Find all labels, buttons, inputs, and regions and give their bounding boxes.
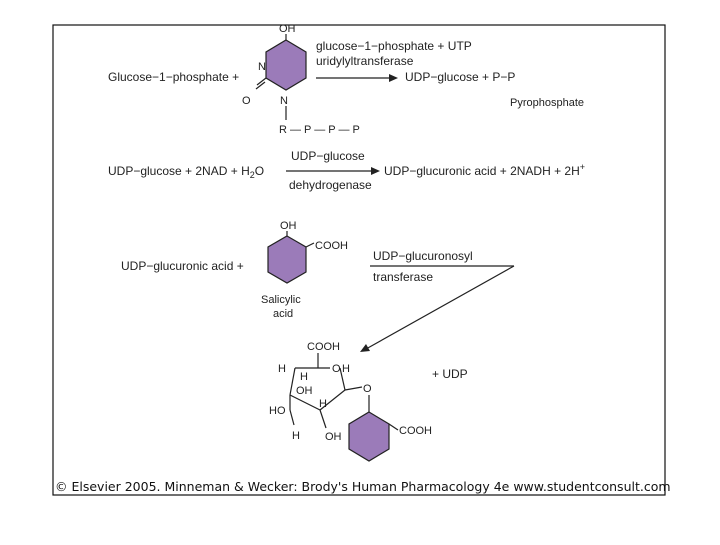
r3-label-line2: acid (273, 308, 293, 320)
sal-cooh-bond (305, 242, 315, 248)
r1-n-lower: N (280, 95, 288, 107)
p-ring-left (289, 367, 296, 396)
r1-byproduct: Pyrophosphate (510, 97, 584, 109)
r1-reactant: Glucose−1−phosphate + (108, 70, 239, 84)
p-h1: H (278, 363, 286, 375)
copyright-credit: © Elsevier 2005. Minneman & Wecker: Brod… (55, 479, 671, 494)
p-ho: HO (269, 405, 286, 417)
r3-enzyme-line2: transferase (373, 270, 433, 284)
p-h3: H (300, 371, 308, 383)
p-cooh-top: COOH (307, 341, 340, 353)
p-ring-right (339, 367, 346, 391)
r1-product: UDP−glucose + P−P (405, 70, 515, 84)
p-cooh-benzene: COOH (399, 425, 432, 437)
r1-enzyme-line2: uridylyltransferase (316, 54, 414, 68)
uracil-ring (265, 39, 307, 91)
r3-label-line1: Salicylic (261, 294, 301, 306)
r3-enzyme-line1: UDP−glucuronosyl (373, 249, 473, 263)
salicylic-ring (267, 235, 307, 284)
r1-chain: R — P — P — P (279, 124, 360, 136)
r2-reactant: UDP−glucose + 2NAD + H2O (108, 164, 264, 180)
p-o-link: O (363, 383, 372, 395)
r3-cooh: COOH (315, 240, 348, 252)
p-h2: H (342, 363, 350, 375)
r1-n-upper: N (258, 61, 266, 73)
p-cooh-bz-bond (388, 423, 399, 431)
p-h5: H (292, 430, 300, 442)
r3-diagonal-arrow (365, 265, 515, 350)
p-h4: H (319, 398, 327, 410)
p-h5-bond (289, 409, 295, 426)
figure-frame (52, 24, 666, 496)
r3-arrow-head (360, 344, 370, 352)
p-o-ring: O (332, 363, 341, 375)
r2-arrow-head (371, 167, 380, 175)
p-ring-bottom (289, 394, 321, 411)
r1-o-left: O (242, 95, 251, 107)
p-plus-udp: + UDP (432, 367, 468, 381)
o-bond-a (256, 77, 267, 86)
p-oh2: OH (325, 431, 342, 443)
p-link-bond (344, 386, 363, 391)
r1-oh: OH (279, 23, 296, 35)
r1-enzyme-line1: glucose−1−phosphate + UTP (316, 39, 472, 53)
p-ring-bottom-right (319, 389, 346, 411)
r2-enzyme-line1: UDP−glucose (291, 149, 365, 163)
p-oh1: OH (296, 385, 313, 397)
o-bond-b (255, 81, 266, 90)
r2-product: UDP−glucuronic acid + 2NADH + 2H+ (384, 162, 585, 178)
r3-oh: OH (280, 220, 297, 232)
p-oh2-bond (319, 409, 327, 429)
r3-reactant: UDP−glucuronic acid + (121, 259, 244, 273)
r2-enzyme-line2: dehydrogenase (289, 178, 372, 192)
r1-arrow-head (389, 74, 398, 82)
